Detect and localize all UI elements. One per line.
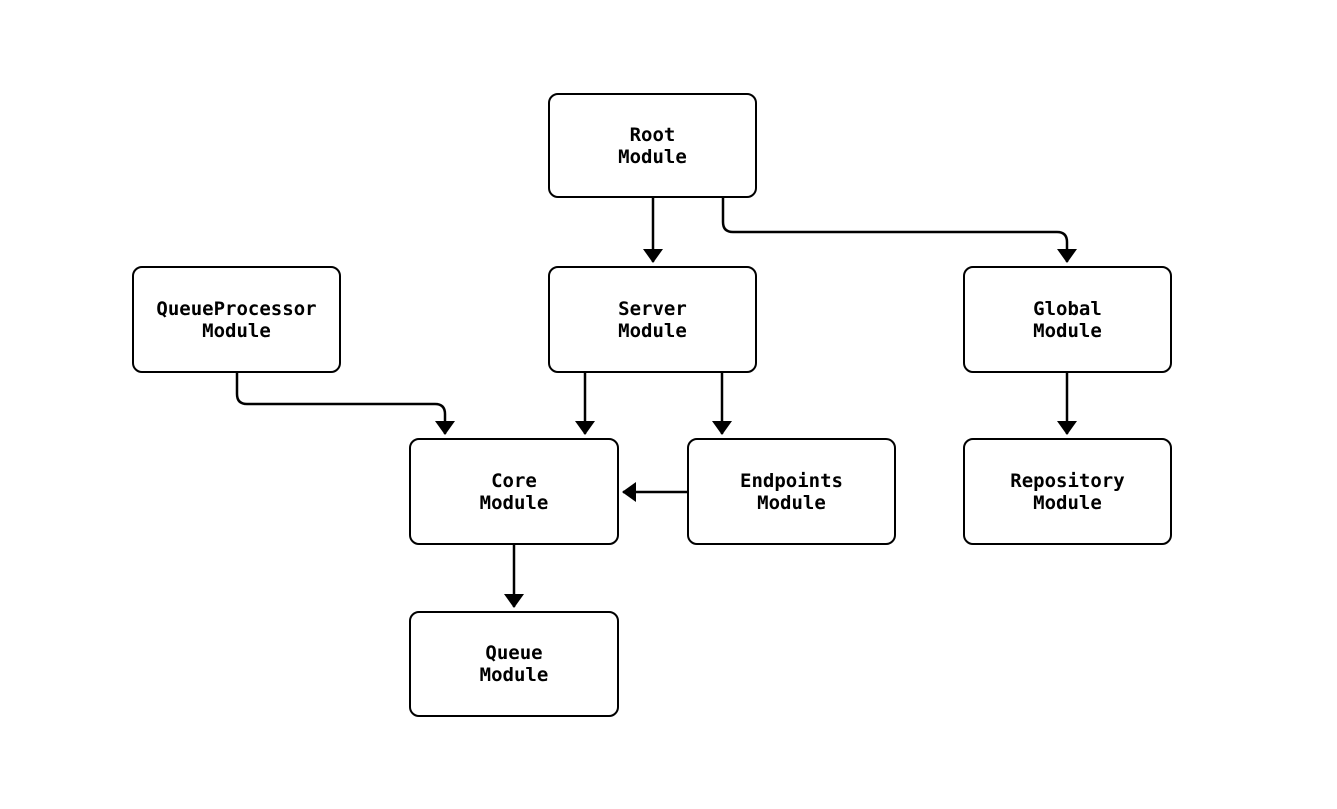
node-endpoints-module: Endpoints Module xyxy=(687,438,896,545)
node-core-module-label: Core Module xyxy=(479,469,549,514)
node-queueprocessor-module: QueueProcessor Module xyxy=(132,266,341,373)
node-global-module: Global Module xyxy=(963,266,1172,373)
node-endpoints-module-label: Endpoints Module xyxy=(740,469,843,514)
edge-root-to-global xyxy=(721,198,1077,263)
node-repository-module: Repository Module xyxy=(963,438,1172,545)
edge-queueprocessor-to-core xyxy=(235,373,455,435)
node-core-module: Core Module xyxy=(409,438,619,545)
node-root-module-label: Root Module xyxy=(618,123,687,168)
node-queue-module-label: Queue Module xyxy=(479,642,549,686)
node-queue-module: Queue Module xyxy=(409,611,619,717)
node-root-module: Root Module xyxy=(548,93,757,198)
node-server-module: Server Module xyxy=(548,266,757,373)
node-repository-module-label: Repository Module xyxy=(1010,469,1125,514)
node-queueprocessor-module-label: QueueProcessor Module xyxy=(156,297,317,342)
node-global-module-label: Global Module xyxy=(1033,297,1102,342)
node-server-module-label: Server Module xyxy=(618,297,687,342)
